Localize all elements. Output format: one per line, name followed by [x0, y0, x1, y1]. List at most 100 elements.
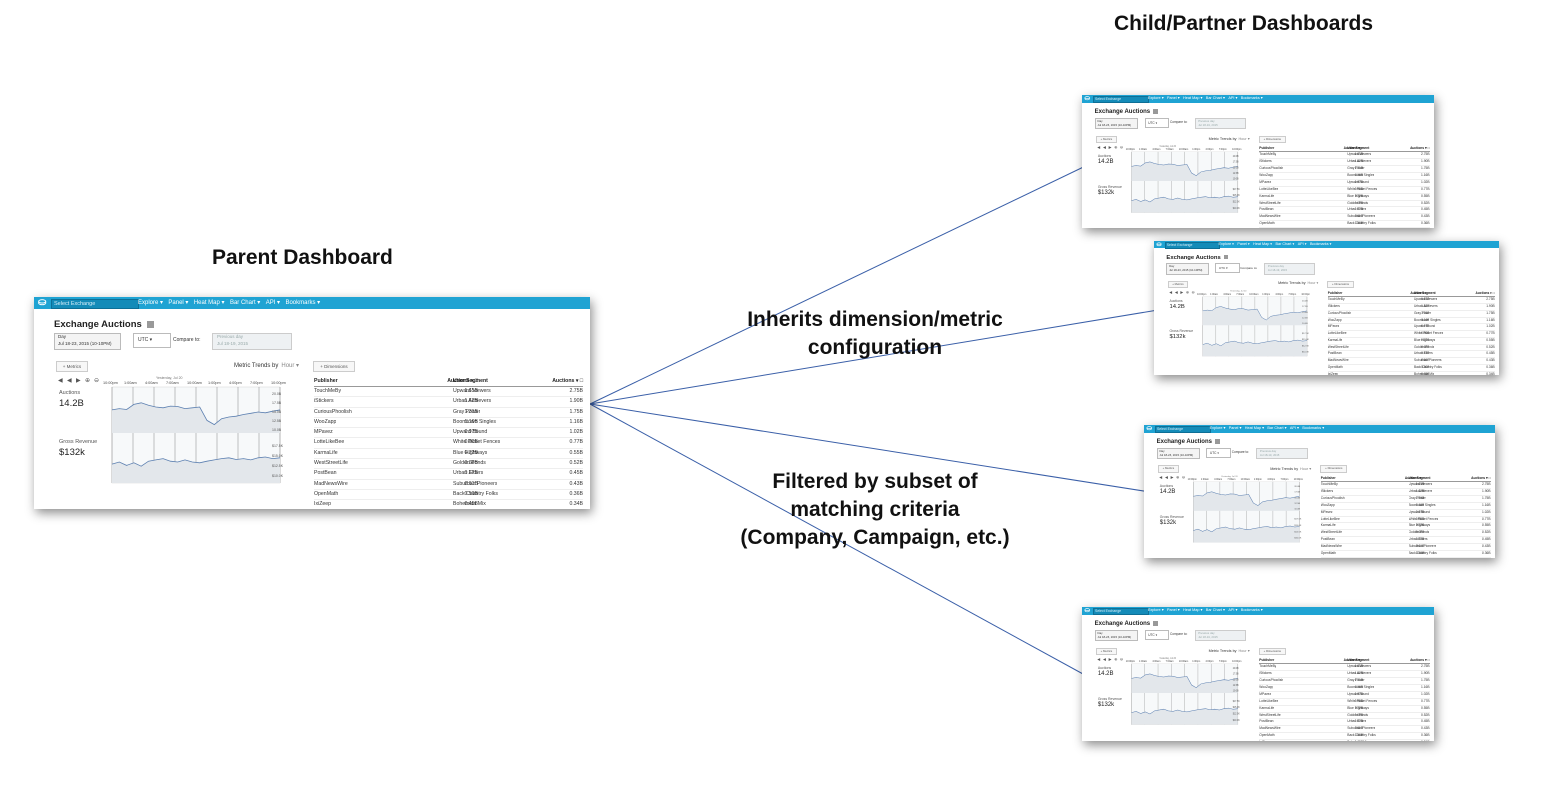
compare-checkbox[interactable]: Compare to:: [1170, 120, 1188, 125]
add-dimensions-button[interactable]: + Dimensions: [1258, 135, 1286, 144]
add-dimensions-button[interactable]: + Dimensions: [313, 361, 355, 372]
menu-item[interactable]: Bookmarks ▾: [1309, 242, 1332, 246]
exchange-select[interactable]: Select Exchange: [1164, 241, 1220, 249]
menu-item[interactable]: Panel ▾: [168, 300, 189, 306]
timezone-select[interactable]: UTC ▾: [1215, 263, 1240, 274]
timeline-nav-icon[interactable]: ◀: [1097, 145, 1100, 150]
menu-item[interactable]: Bar Chart ▾: [1205, 608, 1225, 612]
timezone-select[interactable]: UTC ▾: [1144, 117, 1170, 128]
timezone-select[interactable]: UTC ▾: [133, 333, 171, 348]
app-logo-icon[interactable]: ⛀: [1084, 607, 1090, 614]
table-header-metric[interactable]: Auctions ▾ □: [1404, 475, 1425, 480]
menu-item[interactable]: Explore ▾: [1218, 242, 1235, 246]
timeline-nav-icon[interactable]: ⊕: [1114, 145, 1117, 150]
timezone-select[interactable]: UTC ▾: [1206, 447, 1232, 458]
menu-item[interactable]: API ▾: [1228, 96, 1238, 100]
table-header-metric[interactable]: Auctions ▾ □: [552, 378, 583, 384]
timeline-nav-icon[interactable]: ▶: [1109, 145, 1112, 150]
menu-item[interactable]: API ▾: [1297, 242, 1307, 246]
add-metrics-button[interactable]: + Metrics: [56, 361, 88, 372]
menu-item[interactable]: Explore ▾: [1147, 608, 1164, 612]
compare-checkbox[interactable]: Compare to:: [1170, 632, 1188, 637]
menu-item[interactable]: Panel ▾: [1237, 242, 1250, 246]
trend-unit-select[interactable]: Hour ▾: [1307, 281, 1319, 286]
table-header-metric[interactable]: Auctions ▾ □: [1410, 145, 1430, 150]
menu-item[interactable]: Bar Chart ▾: [1205, 96, 1225, 100]
add-metrics-button[interactable]: + Metrics: [1157, 465, 1179, 474]
timeline-nav-icon[interactable]: ⊕: [1114, 657, 1117, 662]
timeline-nav-icon[interactable]: ◀: [1159, 475, 1162, 480]
settings-icon[interactable]: [1153, 621, 1158, 626]
add-metrics-button[interactable]: + Metrics: [1167, 280, 1189, 289]
exchange-select[interactable]: Select Exchange: [1092, 607, 1150, 615]
timeline-nav-icon[interactable]: ⊖: [1120, 145, 1123, 150]
menu-item[interactable]: Bar Chart ▾: [1275, 242, 1295, 246]
settings-icon[interactable]: [1215, 439, 1220, 444]
add-metrics-button[interactable]: + Metrics: [1095, 647, 1117, 656]
app-logo-icon[interactable]: ⛀: [1084, 95, 1090, 102]
table-header-metric[interactable]: Auctions ▾ □: [447, 378, 478, 384]
add-dimensions-button[interactable]: + Dimensions: [1258, 647, 1286, 656]
menu-item[interactable]: Panel ▾: [1167, 96, 1180, 100]
